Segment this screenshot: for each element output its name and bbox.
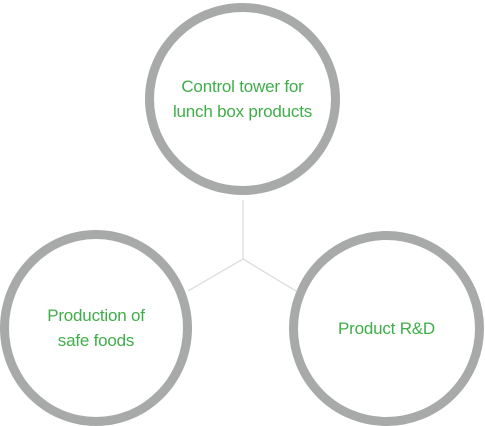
node-label-control-tower: Control tower for lunch box products xyxy=(172,77,313,121)
node-label-safe-foods: Production of safe foods xyxy=(47,306,145,350)
node-label-product-rd: Product R&D xyxy=(337,319,435,338)
connector-line-right xyxy=(242,258,297,292)
circle-node-control-tower: Control tower for lunch box products xyxy=(145,3,340,195)
circle-node-safe-foods: Production of safe foods xyxy=(0,230,192,426)
connector-line-left xyxy=(187,258,244,292)
circle-node-product-rd: Product R&D xyxy=(289,231,484,426)
